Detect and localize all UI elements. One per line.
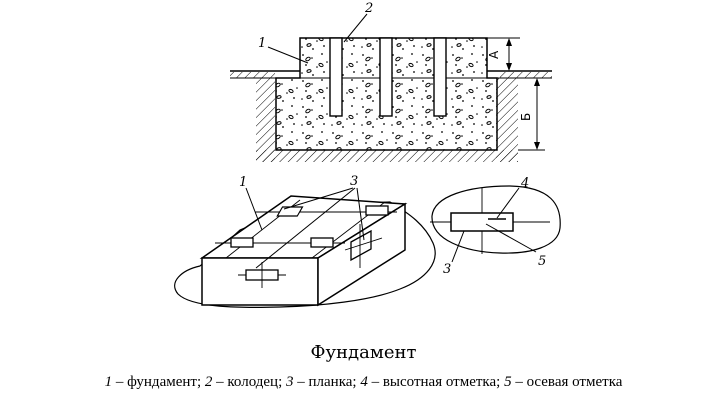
cross-section: 1 2 А Б (230, 1, 552, 162)
foundation-3d-view: 1 3 (174, 174, 436, 308)
detail-ground-outline (431, 185, 561, 254)
plank (365, 205, 389, 216)
label-plank-view: 3 (350, 174, 358, 189)
label-elevation: 4 (520, 176, 529, 191)
foundation-figure: 1 2 А Б (174, 1, 561, 308)
figure-caption: 1 – фундамент; 2 – колодец; 3 – планка; … (0, 374, 727, 391)
caption-text: – высотная отметка; (367, 374, 505, 390)
plank (230, 237, 254, 248)
label-plank-detail: 3 (443, 262, 451, 277)
dimension-b: Б (518, 77, 545, 151)
figure-title: Фундамент (310, 342, 417, 363)
label-dim-a: А (487, 50, 501, 59)
well (379, 37, 393, 117)
caption-num: 3 (286, 374, 294, 390)
caption-num: 1 (104, 374, 113, 390)
plank (350, 229, 372, 262)
dimension-a: А (487, 37, 520, 71)
label-dim-b: Б (519, 113, 533, 121)
ground-hatching (230, 72, 552, 162)
label-well: 2 (364, 1, 373, 16)
caption-text: – осевая отметка (511, 374, 623, 390)
caption-text: – колодец; (212, 374, 286, 390)
caption-text: – планка; (293, 374, 361, 390)
plank (310, 237, 334, 248)
caption-num: 4 (360, 374, 368, 390)
well (329, 37, 343, 117)
plank-detail: 4 3 5 (430, 176, 561, 277)
caption-num: 2 (204, 374, 213, 390)
plank (450, 212, 514, 232)
label-foundation-top: 1 (258, 36, 266, 51)
well (433, 37, 447, 117)
caption-num: 5 (504, 374, 512, 390)
label-axis-mark: 5 (538, 254, 546, 269)
label-foundation-view: 1 (239, 175, 247, 190)
plank (276, 206, 304, 217)
caption-text: – фундамент; (112, 374, 205, 390)
